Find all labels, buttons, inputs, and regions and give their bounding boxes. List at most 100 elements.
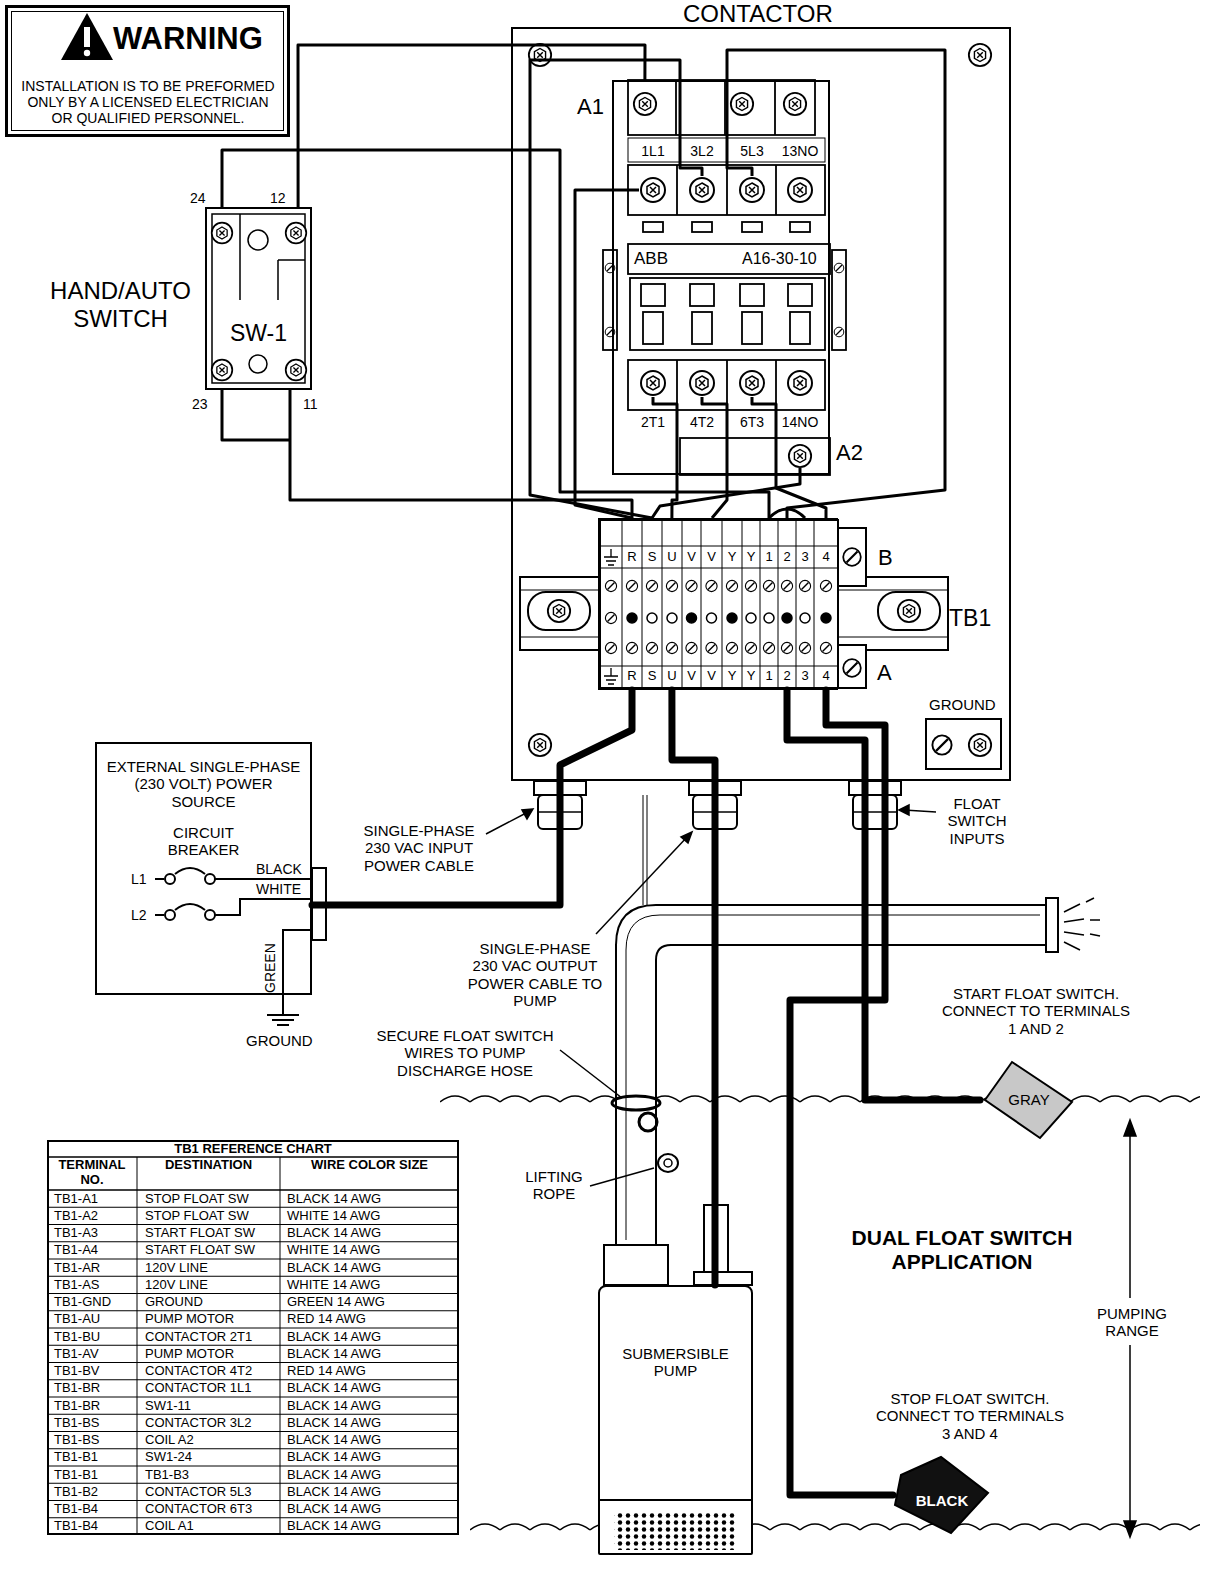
breaker-symbol bbox=[205, 910, 215, 920]
terminal-screw bbox=[727, 613, 737, 623]
table-grid bbox=[47, 1328, 459, 1329]
callout-text: PUMPING RANGE bbox=[1088, 1305, 1176, 1340]
terminal-number: 11 bbox=[303, 396, 318, 412]
terminal-letter: 4 bbox=[817, 550, 835, 565]
terminal-block-body bbox=[838, 645, 866, 688]
contactor-body bbox=[643, 222, 663, 232]
table-cell: TB1-B2 bbox=[54, 1485, 98, 1500]
breaker-symbol bbox=[175, 904, 205, 910]
node-heading: GROUND bbox=[929, 696, 996, 713]
table-grid bbox=[47, 1259, 459, 1260]
table-cell: TB1-A4 bbox=[54, 1243, 98, 1258]
table-grid bbox=[47, 1157, 459, 1535]
discharge-hose bbox=[626, 915, 1040, 1240]
contactor-body bbox=[692, 312, 712, 344]
panel-wire bbox=[222, 50, 945, 518]
wire-connector bbox=[672, 475, 677, 518]
node-heading: TB1 REFERENCE CHART bbox=[49, 1142, 457, 1156]
terminal-screw bbox=[820, 580, 831, 591]
terminal-label: 2T1 bbox=[638, 414, 668, 430]
discharge-hose bbox=[664, 1159, 672, 1167]
contactor-body bbox=[603, 250, 617, 350]
terminal-screw bbox=[626, 642, 637, 653]
terminal-screw bbox=[605, 642, 616, 653]
node-heading: BLACK bbox=[911, 1492, 973, 1509]
table-grid bbox=[47, 1345, 459, 1346]
node-heading: CONTACTOR bbox=[683, 0, 833, 28]
terminal-screw bbox=[687, 613, 697, 623]
table-cell: BLACK 14 AWG bbox=[287, 1519, 381, 1534]
terminal-screw bbox=[745, 580, 756, 591]
contactor-terminal bbox=[641, 371, 665, 395]
contactor-terminal bbox=[690, 178, 714, 202]
terminal-screw bbox=[605, 612, 616, 623]
terminal-letter: V bbox=[703, 669, 721, 684]
terminal-screw bbox=[666, 642, 677, 653]
terminal-screw bbox=[726, 580, 737, 591]
leader-line bbox=[596, 836, 688, 934]
callout-text: LIFTING ROPE bbox=[516, 1168, 592, 1203]
table-cell: COIL A1 bbox=[145, 1519, 194, 1534]
contactor-terminal bbox=[634, 93, 656, 115]
terminal-screw bbox=[600, 666, 838, 667]
table-cell: BLACK 14 AWG bbox=[287, 1192, 381, 1207]
terminal-screw bbox=[722, 520, 723, 688]
table-cell: BLACK 14 AWG bbox=[287, 1433, 381, 1448]
water-surface bbox=[440, 1090, 1200, 1532]
contactor-body bbox=[680, 438, 830, 475]
leader-line bbox=[560, 1050, 622, 1098]
table-cell: START FLOAT SW bbox=[145, 1243, 255, 1258]
ground-screw bbox=[932, 734, 991, 756]
node-heading: HAND/AUTO SWITCH bbox=[43, 277, 198, 332]
terminal-block-body bbox=[528, 592, 590, 630]
contactor-body bbox=[628, 165, 825, 215]
reference-table: TB1 REFERENCE CHART bbox=[47, 1140, 459, 1535]
table-grid bbox=[47, 1500, 459, 1501]
terminal-letter: V bbox=[703, 550, 721, 565]
pumping-range-arrow bbox=[1124, 1120, 1136, 1136]
table-grid bbox=[47, 1466, 459, 1467]
terminal-letter: 2 bbox=[778, 669, 796, 684]
switch-terminal bbox=[286, 360, 307, 381]
terminal-block-body bbox=[600, 520, 838, 688]
terminal-screw bbox=[647, 613, 657, 623]
contactor-body bbox=[790, 222, 810, 232]
panel-screw bbox=[529, 44, 551, 66]
table-grid bbox=[47, 1293, 459, 1294]
discharge-hose bbox=[1046, 898, 1058, 952]
panel-wire bbox=[530, 60, 702, 518]
table-cell: TB1-B3 bbox=[145, 1468, 189, 1483]
contactor-terminal bbox=[740, 371, 764, 395]
breaker-symbol bbox=[155, 868, 326, 1025]
discharge-hose bbox=[1064, 898, 1100, 950]
panel-screw bbox=[969, 44, 991, 66]
terminal-letter: V bbox=[683, 669, 701, 684]
pump-detail bbox=[600, 1499, 751, 1501]
leader-line bbox=[681, 832, 692, 843]
terminal-letter: 3 bbox=[796, 550, 814, 565]
ground-terminal: GROUND bbox=[925, 718, 1002, 770]
terminal-screw bbox=[898, 600, 920, 622]
discharge-hose bbox=[604, 795, 1100, 1285]
table-cell: WHITE 14 AWG bbox=[287, 1243, 380, 1258]
panel-wire bbox=[653, 397, 677, 475]
terminal-letter: U bbox=[663, 550, 681, 565]
terminal-screw bbox=[701, 520, 702, 688]
table-cell: BLACK 14 AWG bbox=[287, 1450, 381, 1465]
terminal-label: 1L1 bbox=[638, 143, 668, 159]
terminal-screw bbox=[742, 520, 743, 688]
table-header: WIRE COLOR SIZE bbox=[280, 1158, 459, 1173]
table-cell: TB1-BR bbox=[54, 1399, 100, 1414]
terminal-letter: 3 bbox=[796, 669, 814, 684]
terminal-screw bbox=[600, 568, 838, 569]
panel-wire bbox=[575, 190, 639, 518]
breaker-symbol bbox=[155, 899, 312, 915]
terminal-letter: S bbox=[643, 669, 661, 684]
table-cell: BLACK 14 AWG bbox=[287, 1261, 381, 1276]
pumping-range-arrow bbox=[1124, 1521, 1136, 1537]
terminal-letter: U bbox=[663, 669, 681, 684]
contactor-body bbox=[630, 278, 825, 350]
pump-detail bbox=[600, 1500, 751, 1550]
terminal-screw bbox=[642, 520, 643, 688]
contactor-terminal bbox=[834, 327, 844, 337]
